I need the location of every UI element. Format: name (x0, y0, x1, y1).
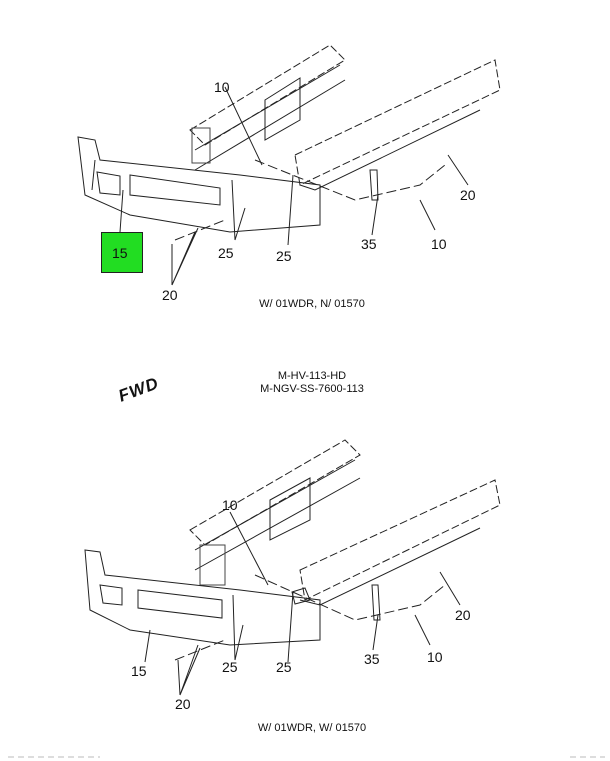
callout-10[interactable]: 10 (431, 236, 447, 252)
model-line-2: M-NGV-SS-7600-113 (260, 383, 364, 395)
callout-20[interactable]: 20 (162, 287, 178, 303)
callout-15-highlighted[interactable]: 15 (112, 245, 128, 261)
callout-25[interactable]: 25 (222, 659, 238, 675)
top-caption: W/ 01WDR, N/ 01570 (259, 298, 365, 310)
callout-20[interactable]: 20 (455, 607, 471, 623)
callout-25[interactable]: 25 (276, 248, 292, 264)
model-line-1: M-HV-113-HD (277, 370, 347, 382)
callout-10[interactable]: 10 (427, 649, 443, 665)
callout-20[interactable]: 20 (460, 187, 476, 203)
callout-35[interactable]: 35 (361, 236, 377, 252)
callout-15[interactable]: 15 (131, 663, 147, 679)
callout-25[interactable]: 25 (218, 245, 234, 261)
callout-35[interactable]: 35 (364, 651, 380, 667)
callout-10[interactable]: 10 (214, 79, 230, 95)
callout-20[interactable]: 20 (175, 696, 191, 712)
top-assembly (77, 44, 501, 286)
callout-25[interactable]: 25 (276, 659, 292, 675)
bottom-caption: W/ 01WDR, W/ 01570 (257, 722, 367, 734)
highlighted-callout-box[interactable] (101, 232, 143, 273)
callout-10[interactable]: 10 (222, 497, 238, 513)
bottom-assembly (84, 439, 501, 696)
